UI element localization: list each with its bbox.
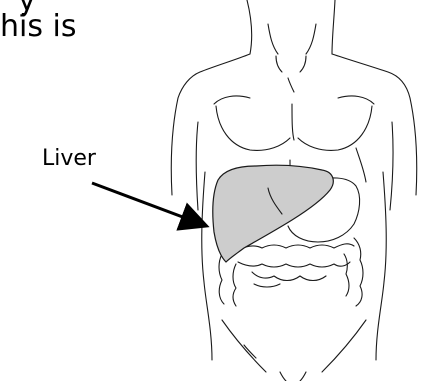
pointer-arrow xyxy=(92,183,204,225)
liver-shape xyxy=(213,165,333,262)
chest-details xyxy=(214,24,374,188)
